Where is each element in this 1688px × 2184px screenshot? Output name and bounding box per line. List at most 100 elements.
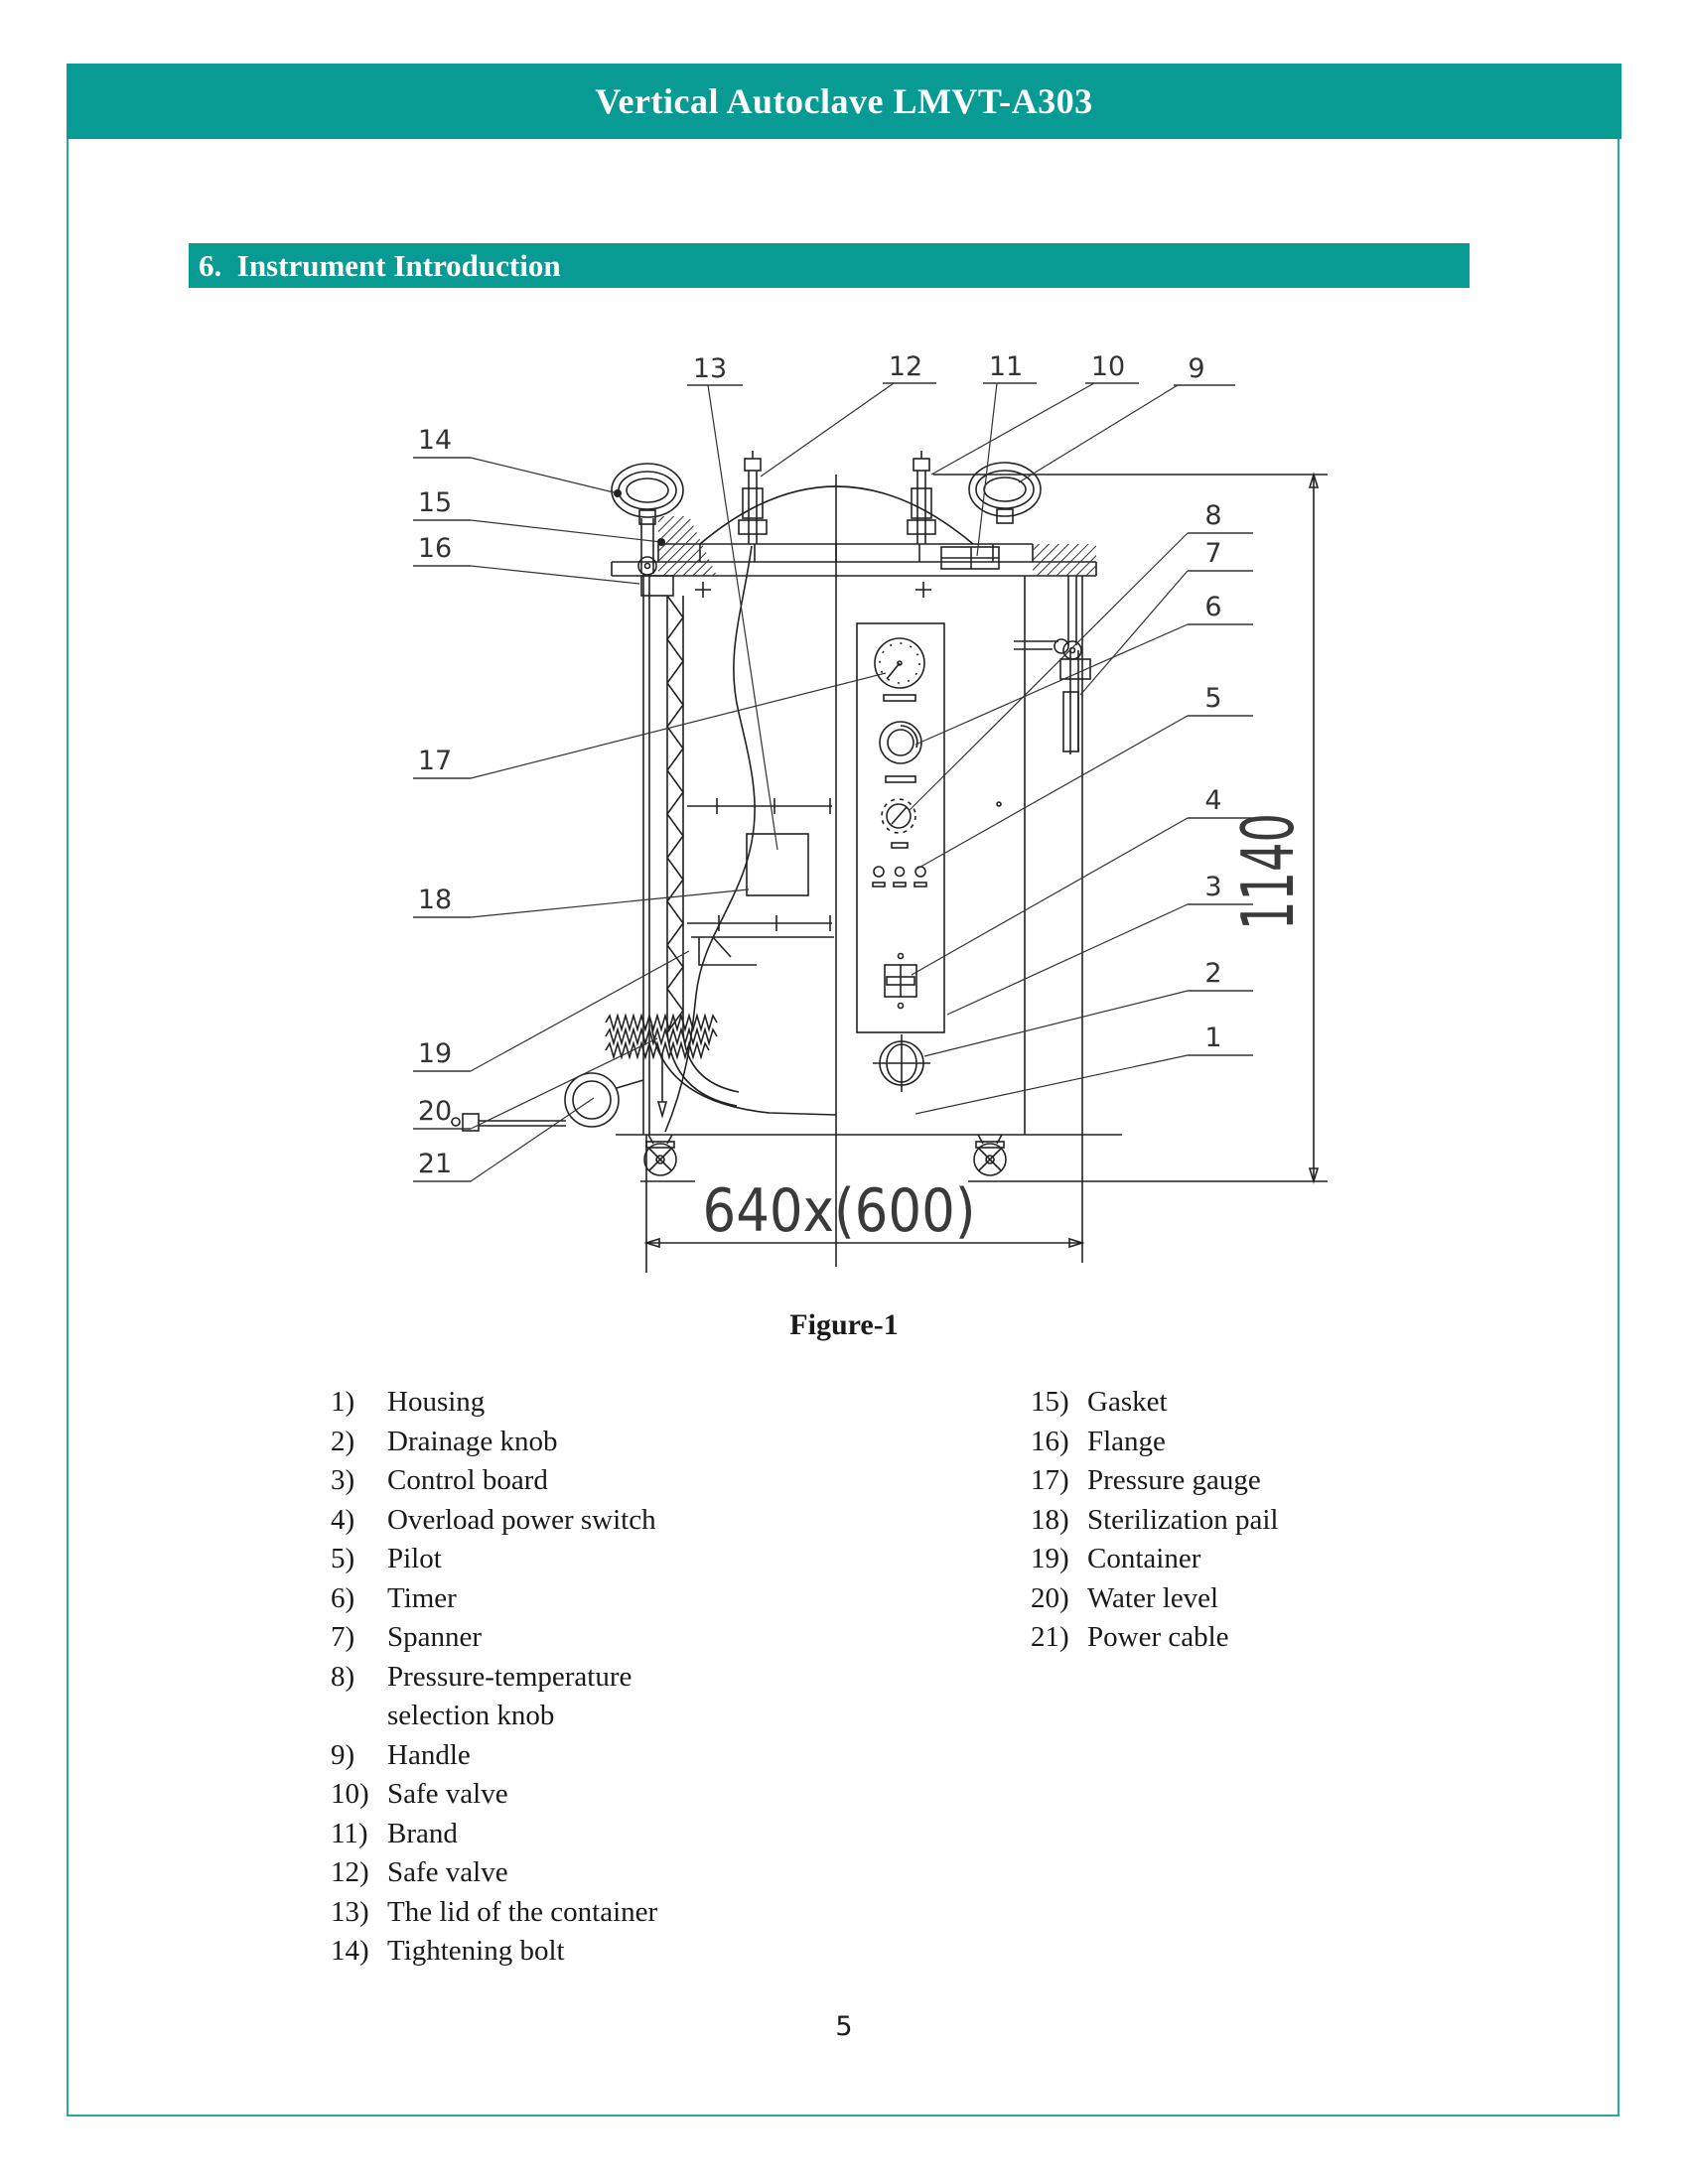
callout-number-5: 5	[1204, 683, 1221, 714]
parts-list-item: 10) Safe valve	[331, 1775, 966, 1815]
parts-list-item: 8)Pressure-temperature	[331, 1658, 966, 1698]
callout-number-4: 4	[1204, 785, 1221, 816]
page-number: 5	[835, 2011, 853, 2042]
callout-leader-8	[909, 532, 1189, 811]
parts-list-item: 5) Pilot	[331, 1540, 966, 1579]
callout-number-13: 13	[693, 353, 727, 384]
part-label: The lid of the container	[387, 1895, 658, 1928]
part-number: 4)	[331, 1503, 355, 1536]
section-heading-bar: 6. Instrument Introduction	[189, 243, 1470, 288]
caster-right	[973, 1134, 1007, 1176]
vessel-bottom	[650, 1024, 837, 1116]
part-number: 2)	[331, 1425, 355, 1457]
part-label: Spanner	[387, 1621, 483, 1653]
part-label: Sterilization pail	[1087, 1503, 1279, 1536]
callout-number-9: 9	[1188, 353, 1204, 384]
callout-number-17: 17	[418, 746, 452, 776]
part-label: Water level	[1087, 1581, 1219, 1614]
parts-list-item: 3) Control board	[331, 1461, 966, 1501]
callout-leader-9	[1018, 384, 1179, 483]
parts-list-item: 18) Sterilization pail	[1031, 1501, 1448, 1541]
part-label: Overload power switch	[387, 1503, 656, 1536]
callout-number-3: 3	[1204, 872, 1221, 902]
handle-ring-right	[968, 462, 1042, 524]
part-number: 17)	[1031, 1464, 1069, 1496]
callout-number-15: 15	[418, 487, 452, 518]
drainage-knob	[873, 1034, 930, 1092]
part-label: Pilot	[387, 1543, 442, 1574]
callout-number-6: 6	[1204, 592, 1221, 622]
safe-valve-left	[738, 451, 768, 544]
part-label: Handle	[387, 1738, 471, 1771]
timer-knob	[879, 721, 922, 783]
parts-list-item: 17)Pressure gauge	[1031, 1461, 1448, 1501]
part-label: Container	[1087, 1543, 1201, 1574]
parts-list-item: 13) The lid of the container	[331, 1893, 966, 1933]
autoclave-body: 1140 640x(600)	[451, 451, 1328, 1273]
safe-valve-right	[907, 451, 936, 544]
callout-leader-3	[946, 903, 1189, 1016]
callout-number-11: 11	[989, 351, 1023, 382]
callout-number-19: 19	[418, 1038, 452, 1069]
spanner	[1014, 638, 1079, 754]
callout-number-1: 1	[1204, 1023, 1221, 1053]
part-label: Drainage knob	[387, 1425, 558, 1457]
caster-left	[643, 1134, 677, 1176]
part-number: 13)	[331, 1895, 369, 1928]
section-heading: 6. Instrument Introduction	[199, 247, 561, 283]
part-number: 19)	[1031, 1543, 1069, 1574]
part-number: 5)	[331, 1543, 355, 1574]
part-number: 18)	[1031, 1503, 1069, 1536]
part-label: Control board	[387, 1464, 548, 1496]
callout-number-21: 21	[418, 1149, 452, 1179]
part-label: Pressure-temperature	[387, 1660, 633, 1693]
callout-leader-13	[707, 384, 778, 851]
part-number: 21)	[1031, 1621, 1069, 1653]
part-number: 12)	[331, 1856, 369, 1888]
part-number: 11)	[331, 1817, 368, 1849]
tightening-bolt-left	[637, 518, 657, 576]
callout-leader-18	[470, 888, 750, 918]
parts-list-item: selection knob	[331, 1697, 966, 1736]
dimension-height-label: 1140	[1226, 813, 1310, 930]
parts-list-item: 21)Power cable	[1031, 1618, 1448, 1658]
part-number: 20)	[1031, 1581, 1069, 1614]
parts-list-item: 12)Safe valve	[331, 1853, 966, 1893]
callout-leader-20	[470, 1037, 658, 1130]
parts-list-item: 15)Gasket	[1031, 1383, 1448, 1423]
callout-leader-1	[914, 1054, 1189, 1115]
parts-list-item: 7) Spanner	[331, 1618, 966, 1658]
callout-leader-5	[914, 715, 1189, 871]
callout-number-16: 16	[418, 533, 452, 564]
callout-leader-7	[1079, 570, 1189, 696]
sterilization-pail	[687, 798, 834, 966]
parts-list-item: 16)Flange	[1031, 1423, 1448, 1462]
part-number: 15)	[1031, 1386, 1069, 1418]
callout-number-18: 18	[418, 885, 452, 915]
parts-list-item: 9)Handle	[331, 1736, 966, 1776]
dimension-base-label: 640x(600)	[703, 1176, 976, 1246]
parts-list-item: 6)Timer	[331, 1579, 966, 1619]
part-label: Flange	[1087, 1425, 1166, 1457]
callout-leader-10	[930, 382, 1095, 476]
parts-list-item: 20) Water level	[1031, 1579, 1448, 1619]
callout-leader-16	[470, 565, 640, 585]
part-number: 3)	[331, 1464, 355, 1496]
part-label: Safe valve	[387, 1778, 508, 1810]
pilot-lights	[872, 866, 927, 887]
parts-list-item: 2) Drainage knob	[331, 1423, 966, 1462]
figure-caption: Figure-1	[789, 1308, 899, 1341]
part-number: 7)	[331, 1621, 355, 1653]
control-board	[856, 622, 945, 1033]
part-number: 10)	[331, 1778, 369, 1810]
part-number: 14)	[331, 1935, 369, 1967]
brand-plate	[940, 546, 1000, 570]
callout-number-2: 2	[1204, 958, 1221, 989]
callout-leader-14	[470, 457, 619, 494]
parts-list-item: 19) Container	[1031, 1540, 1448, 1579]
part-label: Housing	[387, 1386, 486, 1418]
